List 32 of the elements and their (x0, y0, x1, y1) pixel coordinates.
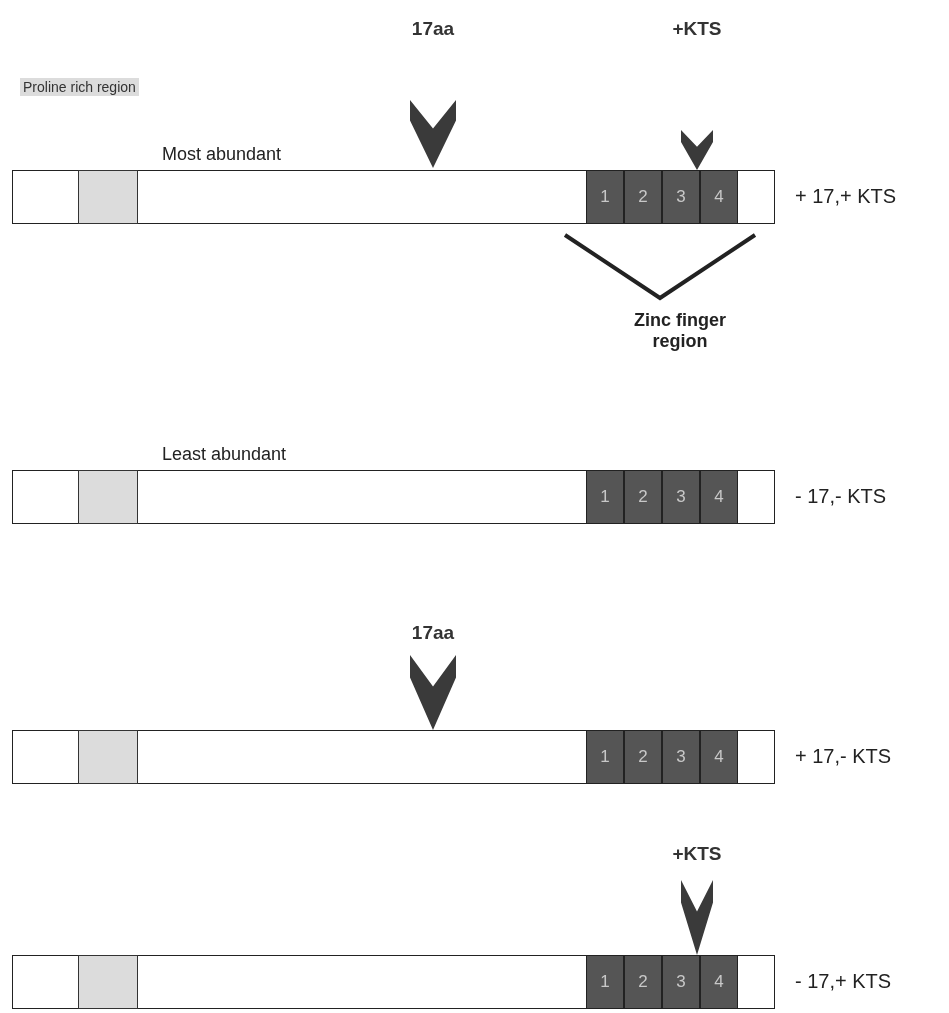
zinc-finger-box: 2 (624, 170, 662, 224)
zinc-finger-box: 4 (700, 955, 738, 1009)
zinc-finger-box: 1 (586, 730, 624, 784)
zinc-finger-box: 3 (662, 730, 700, 784)
insertion-label: 17aa (410, 622, 456, 644)
zinc-finger-box: 3 (662, 955, 700, 1009)
proline-box (78, 730, 138, 784)
proline-box (78, 470, 138, 524)
insertion-label: +KTS (671, 843, 723, 865)
isoform-label: + 17,- KTS (795, 745, 892, 768)
bar-heading: Least abundant (162, 444, 287, 465)
zinc-finger-box: 1 (586, 470, 624, 524)
insertion-label: 17aa (410, 18, 456, 40)
proline-box (78, 955, 138, 1009)
isoform-label: - 17,+ KTS (795, 970, 892, 993)
zinc-finger-box: 4 (700, 470, 738, 524)
isoform-label: - 17,- KTS (795, 485, 887, 508)
insertion-label: +KTS (671, 18, 723, 40)
zinc-finger-box: 2 (624, 730, 662, 784)
zinc-finger-box: 1 (586, 955, 624, 1009)
zinc-finger-box: 2 (624, 955, 662, 1009)
bar-heading: Most abundant (162, 144, 282, 165)
zinc-finger-box: 3 (662, 170, 700, 224)
legend-key: Proline rich region (20, 78, 139, 96)
isoform-label: + 17,+ KTS (795, 185, 897, 208)
zinc-finger-box: 3 (662, 470, 700, 524)
zinc-finger-box: 1 (586, 170, 624, 224)
zinc-finger-box: 2 (624, 470, 662, 524)
region-label: Zinc finger region (633, 310, 727, 352)
proline-box (78, 170, 138, 224)
zinc-finger-box: 4 (700, 730, 738, 784)
zinc-finger-box: 4 (700, 170, 738, 224)
